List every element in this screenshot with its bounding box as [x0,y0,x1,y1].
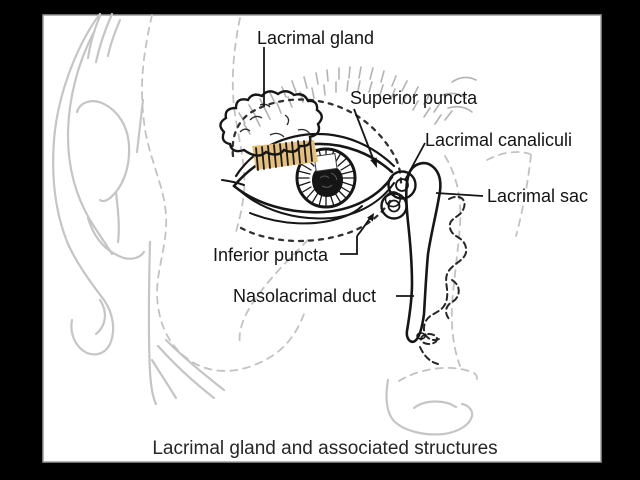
orbit-dashed-outline [231,98,403,243]
arrow-inferior-puncta [356,213,374,237]
leader-lacrimal-sac [435,192,484,197]
ear-outline [52,12,146,356]
face-profile-lines [52,12,474,436]
leader-inferior-puncta [340,236,358,255]
lacrimal-gland-shape [219,90,323,157]
hair-strokes [86,12,122,64]
label-superior-puncta: Superior puncta [350,88,478,108]
figure-caption: Lacrimal gland and associated structures [152,438,497,459]
label-lacrimal-canaliculi: Lacrimal canaliculi [425,130,572,150]
leaders [263,47,484,297]
nasal-bone-dashed-outline [419,195,468,365]
label-lacrimal-sac: Lacrimal sac [487,186,588,206]
lower-eyelid [232,175,395,220]
pupil-texture [319,172,338,188]
eye [221,132,396,225]
duct-opening [416,332,426,340]
arrow-superior-puncta [353,108,377,168]
pupil-highlight [313,152,338,172]
pupil [312,165,343,197]
label-nasolacrimal-duct: Nasolacrimal duct [233,286,376,306]
nose-outline [385,378,474,436]
label-lacrimal-gland: Lacrimal gland [257,28,374,48]
labels: Lacrimal gland Superior puncta Lacrimal … [152,28,588,459]
gland-texture [239,103,311,138]
face-dashed-contours [141,14,532,382]
leader-lacrimal-canaliculi [404,142,426,181]
lacrimal-canaliculi-rings [380,170,417,220]
jaw-line [147,240,158,406]
neck-strokes [150,338,226,400]
nostril-line [412,400,458,410]
caruncle [384,191,401,208]
lacrimal-sac-duct-shape [404,161,442,344]
infraorbital-fold [249,205,363,225]
gland-ductules [255,139,313,171]
label-inferior-puncta: Inferior puncta [213,245,329,265]
lacrimal-apparatus [219,90,442,344]
